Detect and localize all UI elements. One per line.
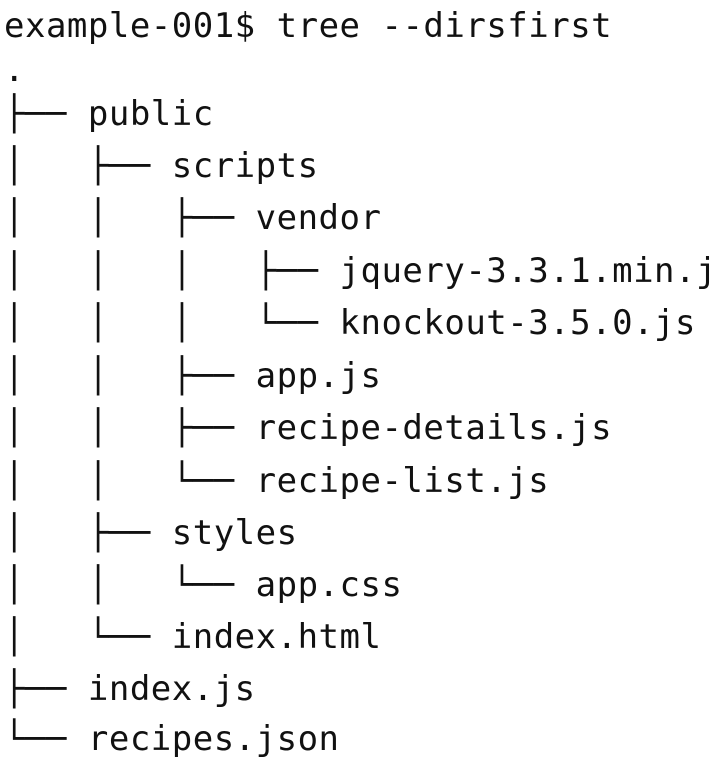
file-name: index.html xyxy=(171,617,382,657)
command-line: example-001$ tree --dirsfirst xyxy=(4,0,612,52)
tree-branch: │ │ ├── xyxy=(4,356,256,396)
tree-branch: │ │ └── xyxy=(4,565,256,605)
tree-entry: ├── index.js xyxy=(4,663,256,715)
tree-entry: │ ├── styles xyxy=(4,507,298,559)
file-name: app.css xyxy=(255,565,403,605)
file-name: recipe-details.js xyxy=(255,408,613,448)
file-name: knockout-3.5.0.js xyxy=(339,303,697,343)
tree-entry: ├── public xyxy=(4,88,214,140)
tree-entry: │ ├── scripts xyxy=(4,140,319,192)
tree-root: . xyxy=(4,50,25,90)
directory-name: styles xyxy=(171,513,298,553)
tree-entry: └── recipes.json xyxy=(4,713,340,763)
terminal-output: example-001$ tree --dirsfirst . ├── publ… xyxy=(4,0,713,763)
command-text: tree --dirsfirst xyxy=(276,6,613,46)
tree-branch: │ └── xyxy=(4,617,172,657)
tree-branch: │ │ └── xyxy=(4,461,256,501)
tree-branch: ├── xyxy=(4,94,88,134)
directory-name: public xyxy=(87,94,214,134)
tree-branch: │ │ ├── xyxy=(4,408,256,448)
tree-entry: │ │ ├── recipe-details.js xyxy=(4,402,612,454)
directory-name: vendor xyxy=(255,198,382,238)
tree-entry: │ │ │ ├── jquery-3.3.1.min.js xyxy=(4,245,713,297)
tree-entry: │ │ ├── vendor xyxy=(4,192,381,244)
file-name: jquery-3.3.1.min.js xyxy=(339,251,713,291)
tree-entry: │ └── index.html xyxy=(4,611,381,663)
tree-entry: │ │ └── app.css xyxy=(4,559,402,611)
tree-entry: │ │ ├── app.js xyxy=(4,350,381,402)
tree-branch: │ │ │ └── xyxy=(4,303,340,343)
shell-prompt: example-001$ xyxy=(4,6,256,46)
tree-branch: └── xyxy=(4,719,88,759)
directory-name: scripts xyxy=(171,146,319,186)
file-name: index.js xyxy=(87,669,256,709)
tree-branch: │ ├── xyxy=(4,513,172,553)
tree-branch: │ ├── xyxy=(4,146,172,186)
file-name: recipes.json xyxy=(87,719,340,759)
file-name: recipe-list.js xyxy=(255,461,550,501)
tree-branch: ├── xyxy=(4,669,88,709)
tree-entry: │ │ │ └── knockout-3.5.0.js xyxy=(4,297,696,349)
tree-entry: │ │ └── recipe-list.js xyxy=(4,455,549,507)
file-name: app.js xyxy=(255,356,382,396)
tree-branch: │ │ ├── xyxy=(4,198,256,238)
tree-branch: │ │ │ ├── xyxy=(4,251,340,291)
